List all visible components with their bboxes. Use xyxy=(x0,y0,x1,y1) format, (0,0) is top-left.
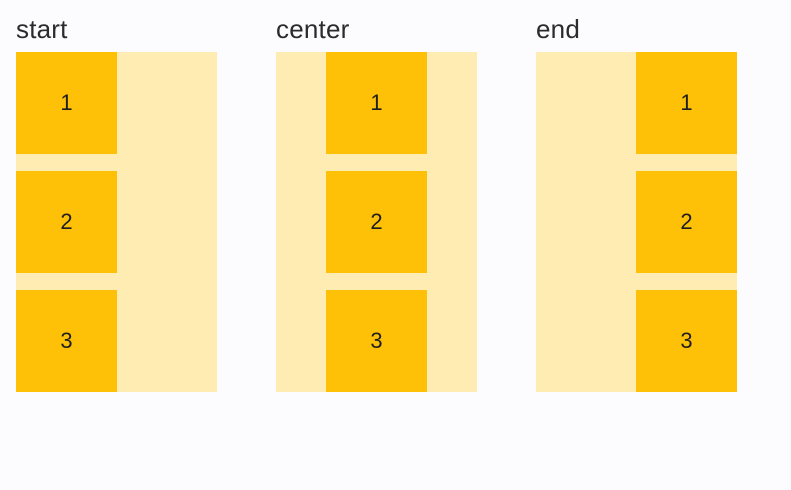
column-label-start: start xyxy=(16,14,68,44)
flex-item: 3 xyxy=(16,290,117,392)
flex-item: 1 xyxy=(636,52,737,154)
flex-item: 3 xyxy=(326,290,427,392)
flex-container-center: 1 2 3 xyxy=(276,52,477,392)
flex-item-label: 1 xyxy=(680,90,693,115)
flex-item-label: 3 xyxy=(60,328,73,353)
demo-column-end: end 1 2 3 xyxy=(536,0,737,392)
flex-container-end: 1 2 3 xyxy=(536,52,737,392)
column-label-end: end xyxy=(536,14,580,44)
flex-item-label: 3 xyxy=(370,328,383,353)
flex-item-label: 2 xyxy=(680,209,693,234)
flex-item: 1 xyxy=(16,52,117,154)
flex-item-label: 1 xyxy=(370,90,383,115)
demo-column-center: center 1 2 3 xyxy=(276,0,477,392)
column-label-center: center xyxy=(276,14,350,44)
flex-container-start: 1 2 3 xyxy=(16,52,217,392)
flex-item: 2 xyxy=(636,171,737,273)
demo-column-start: start 1 2 3 xyxy=(16,0,217,392)
flex-item-label: 1 xyxy=(60,90,73,115)
alignment-demo-row: start 1 2 3 center 1 2 xyxy=(16,0,776,392)
flex-item: 2 xyxy=(16,171,117,273)
flex-item: 3 xyxy=(636,290,737,392)
flex-item-label: 2 xyxy=(370,209,383,234)
flex-item-label: 3 xyxy=(680,328,693,353)
flex-item-label: 2 xyxy=(60,209,73,234)
flex-item: 1 xyxy=(326,52,427,154)
flex-item: 2 xyxy=(326,171,427,273)
